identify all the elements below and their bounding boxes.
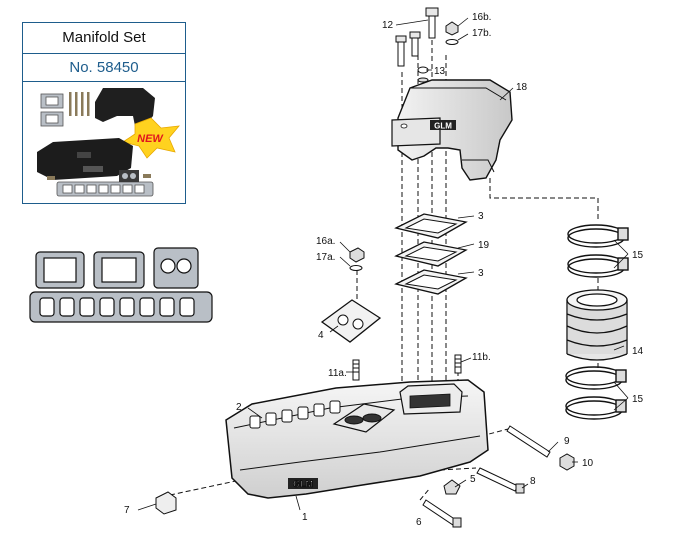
callout-1: 1: [302, 512, 308, 523]
callout-11a: 11a.: [328, 368, 347, 379]
callout-3-upper: 3: [478, 211, 484, 222]
callout-14: 14: [632, 346, 644, 357]
carb-gasket-round: [153, 247, 199, 289]
fitting-5: [443, 479, 461, 495]
new-badge: NEW: [122, 117, 180, 159]
carburetor-gasket-4: [320, 299, 382, 343]
callout-3-lower: 3: [478, 268, 484, 279]
bolt-6: [422, 499, 462, 528]
carb-stud-nut-16a-17a: [349, 247, 365, 271]
callout-17b: 17b.: [472, 28, 491, 39]
callout-10: 10: [582, 458, 594, 469]
product-photo-manifold: [37, 138, 133, 180]
new-badge-label: NEW: [137, 133, 164, 145]
hose-clamp-upper-b: [567, 254, 629, 278]
long-manifold-gasket: [29, 291, 213, 323]
square-gasket-middle: [93, 251, 145, 289]
callout-15-upper: 15: [632, 250, 644, 261]
gasket-3-lower: [394, 269, 468, 295]
callout-12: 12: [382, 20, 394, 31]
product-card-title: Manifold Set: [23, 23, 185, 54]
callout-5: 5: [470, 474, 476, 485]
riser-elbow-18: GLM: [391, 79, 513, 181]
callout-16a: 16a.: [316, 236, 335, 247]
manifold-body-1: GLM: [225, 379, 489, 499]
elbow-fitting-7: [155, 491, 177, 515]
callout-16b: 16b.: [472, 12, 491, 23]
bolt-8: [476, 467, 525, 494]
callout-9: 9: [564, 436, 570, 447]
manifold-logo: GLM: [293, 479, 313, 489]
product-photo-hardware: [47, 170, 151, 182]
hose-clamp-lower-b: [565, 396, 627, 420]
callout-4: 4: [318, 330, 324, 341]
callout-7: 7: [124, 505, 130, 516]
gasket-set-illustration: [29, 247, 213, 323]
callout-19: 19: [478, 240, 490, 251]
stud-11a: [352, 359, 360, 381]
callout-2: 2: [236, 402, 242, 413]
hose-clamps-15: [565, 224, 629, 420]
hose-clamp-upper-a: [567, 224, 629, 248]
callout-labels: 1 2 3 3 4 5 6 7 8 9 10 11a. 11b. 12 13 1…: [124, 12, 644, 528]
bolts-12: [395, 7, 439, 67]
callout-18: 18: [516, 82, 528, 93]
gasket-19: [394, 241, 468, 267]
product-photo-bottom-gasket: [56, 181, 154, 197]
callout-8: 8: [530, 476, 536, 487]
stud-9: [506, 425, 551, 458]
product-photo-bolts: [69, 92, 90, 116]
product-photo-gaskets: [40, 93, 64, 127]
gasket-3-upper: [394, 213, 468, 239]
product-photo-riser: [95, 88, 155, 128]
riser-gaskets: [394, 213, 468, 295]
nut-16b-washer-17b: [445, 21, 459, 45]
stud-11b: [454, 354, 462, 374]
hose-clamp-lower-a: [565, 366, 627, 390]
riser-logo: GLM: [434, 122, 452, 131]
callout-13: 13: [434, 66, 446, 77]
leader-lines: [137, 17, 629, 511]
manifold-port-flange: [249, 400, 341, 429]
washer-13: [417, 66, 429, 83]
callout-17a: 17a.: [316, 252, 335, 263]
product-card-number: No. 58450: [23, 54, 185, 82]
nut-10: [559, 453, 575, 471]
product-card: Manifold Set No. 58450 NEW: [22, 22, 186, 204]
product-photo: NEW: [37, 88, 180, 197]
callout-6: 6: [416, 517, 422, 528]
callout-11b: 11b.: [472, 352, 491, 363]
callout-15-lower: 15: [632, 394, 644, 405]
square-gasket-left: [35, 251, 85, 289]
exhaust-bellows-14: [566, 289, 628, 361]
